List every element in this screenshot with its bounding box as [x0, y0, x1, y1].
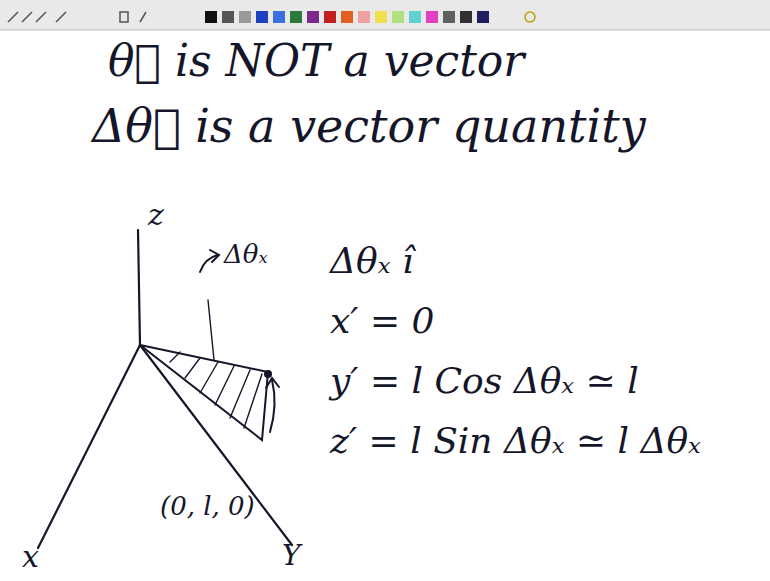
heading-note: Δθ⃗ is a vector quantity — [92, 100, 646, 153]
angle-label: Δθₓ — [224, 240, 268, 270]
toolbar-edge — [0, 30, 770, 31]
heading-note: θ⃗ is NOT a vector — [108, 36, 524, 87]
axis-label: z — [148, 198, 164, 233]
equation: y′ = l Cos Δθₓ ≃ l — [330, 360, 639, 401]
point-label: (0, l, 0) — [160, 492, 255, 522]
equation: x′ = 0 — [330, 300, 434, 341]
rotated-rod — [140, 250, 279, 440]
color-swatches — [205, 11, 535, 23]
axis-label: x — [22, 540, 39, 575]
rod-end-dot — [264, 370, 272, 378]
equation: Δθₓ î — [330, 240, 413, 281]
toolbar — [0, 0, 770, 30]
coordinate-axes — [38, 230, 292, 548]
axis-label: Y — [282, 540, 300, 572]
equation: z′ = l Sin Δθₓ ≃ l Δθₓ — [330, 420, 701, 461]
toolbar-icons — [8, 12, 146, 22]
